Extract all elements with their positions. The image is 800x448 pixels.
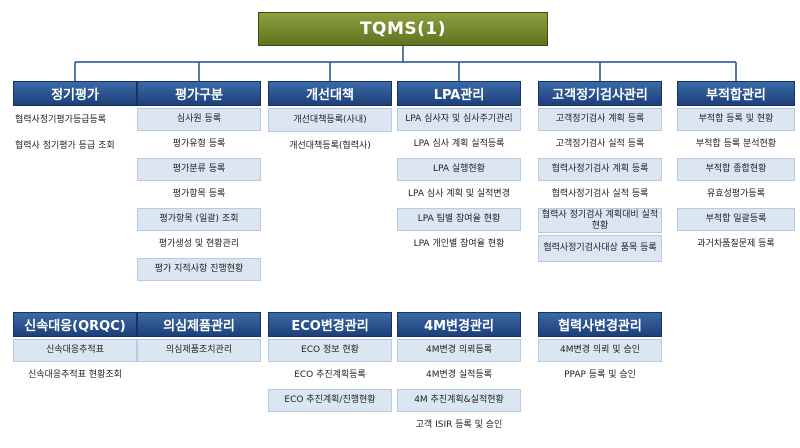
category-header[interactable]: 고객정기검사관리 bbox=[538, 81, 662, 106]
menu-item[interactable]: 고객정기검사 실적 등록 bbox=[538, 133, 662, 156]
menu-item[interactable]: 의심제품조치관리 bbox=[137, 339, 261, 362]
menu-item[interactable]: 평가생성 및 현황관리 bbox=[137, 233, 261, 256]
menu-item[interactable]: 평가항목 (일괄) 조회 bbox=[137, 208, 261, 231]
menu-item[interactable]: ECO 추진계획등록 bbox=[268, 364, 392, 387]
menu-item[interactable]: 협력사정기검사 계획 등록 bbox=[538, 158, 662, 181]
category-header[interactable]: 4M변경관리 bbox=[397, 312, 521, 337]
menu-item[interactable]: PPAP 등록 및 승인 bbox=[538, 364, 662, 387]
menu-item[interactable]: 부적합 등록 분석현황 bbox=[677, 133, 795, 156]
menu-item[interactable]: ECO 추진계획/진행현황 bbox=[268, 389, 392, 412]
category-header[interactable]: 의심제품관리 bbox=[137, 312, 261, 337]
category-header[interactable]: 정기평가 bbox=[13, 81, 137, 106]
menu-item[interactable]: 과거차품질문제 등록 bbox=[677, 233, 795, 256]
category-header[interactable]: 신속대응(QRQC) bbox=[13, 312, 137, 337]
menu-item[interactable]: LPA 팀별 참여율 현황 bbox=[397, 208, 521, 231]
menu-item[interactable]: 평가항목 등록 bbox=[137, 183, 261, 206]
category-header[interactable]: 협력사변경관리 bbox=[538, 312, 662, 337]
menu-item[interactable]: LPA 심사자 및 심사주기관리 bbox=[397, 108, 521, 131]
menu-item[interactable]: 개선대책등록(사내) bbox=[268, 108, 392, 132]
menu-item[interactable]: 고객 ISIR 등록 및 승인 bbox=[397, 414, 521, 437]
menu-item[interactable]: 유효성평가등록 bbox=[677, 183, 795, 206]
category-header[interactable]: 개선대책 bbox=[268, 81, 392, 106]
menu-item[interactable]: ECO 정보 현황 bbox=[268, 339, 392, 362]
menu-item[interactable]: 평가분류 등록 bbox=[137, 158, 261, 181]
menu-item[interactable]: 평가 지적사항 진행현황 bbox=[137, 258, 261, 281]
menu-item[interactable]: 협력사 정기평가 등급 조회 bbox=[13, 134, 137, 158]
menu-item[interactable]: LPA 실행현황 bbox=[397, 158, 521, 181]
menu-item[interactable]: 부적합 종합현황 bbox=[677, 158, 795, 181]
category-header[interactable]: 평가구분 bbox=[137, 81, 261, 106]
menu-item[interactable]: 협력사정기평가등급등록 bbox=[13, 108, 137, 132]
menu-item[interactable]: 고객정기검사 계획 등록 bbox=[538, 108, 662, 131]
menu-item[interactable]: 심사원 등록 bbox=[137, 108, 261, 131]
menu-item[interactable]: LPA 개인별 참여율 현황 bbox=[397, 233, 521, 256]
menu-item[interactable]: 개선대책등록(협력사) bbox=[268, 134, 392, 158]
menu-item-list: 의심제품조치관리 bbox=[137, 337, 261, 364]
menu-item[interactable]: 협력사정기검사 실적 등록 bbox=[538, 183, 662, 206]
menu-item-list: 개선대책등록(사내)개선대책등록(협력사) bbox=[268, 106, 392, 160]
root-node: TQMS(1) bbox=[258, 12, 548, 46]
category-header[interactable]: ECO변경관리 bbox=[268, 312, 392, 337]
menu-item[interactable]: 부적합 등록 및 현황 bbox=[677, 108, 795, 131]
menu-item[interactable]: 협력사 정기검사 계획대비 실적 현황 bbox=[538, 208, 662, 233]
menu-item[interactable]: 4M변경 의뢰등록 bbox=[397, 339, 521, 362]
category-header[interactable]: LPA관리 bbox=[397, 81, 521, 106]
menu-item[interactable]: 신속대응추적표 bbox=[13, 339, 137, 362]
menu-item[interactable]: 4M변경 의뢰 및 승인 bbox=[538, 339, 662, 362]
menu-item[interactable]: 협력사정기검사대상 품목 등록 bbox=[538, 235, 662, 262]
menu-item[interactable]: 4M변경 실적등록 bbox=[397, 364, 521, 387]
menu-item[interactable]: LPA 심사 계획 및 실적변경 bbox=[397, 183, 521, 206]
menu-item[interactable]: 4M 추진계획&실적현황 bbox=[397, 389, 521, 412]
menu-item[interactable]: 신속대응추적표 현황조회 bbox=[13, 364, 137, 387]
menu-item[interactable]: LPA 심사 계획 실적등록 bbox=[397, 133, 521, 156]
menu-item[interactable]: 평가유형 등록 bbox=[137, 133, 261, 156]
category-header[interactable]: 부적합관리 bbox=[677, 81, 795, 106]
menu-item[interactable]: 부적합 일괄등록 bbox=[677, 208, 795, 231]
